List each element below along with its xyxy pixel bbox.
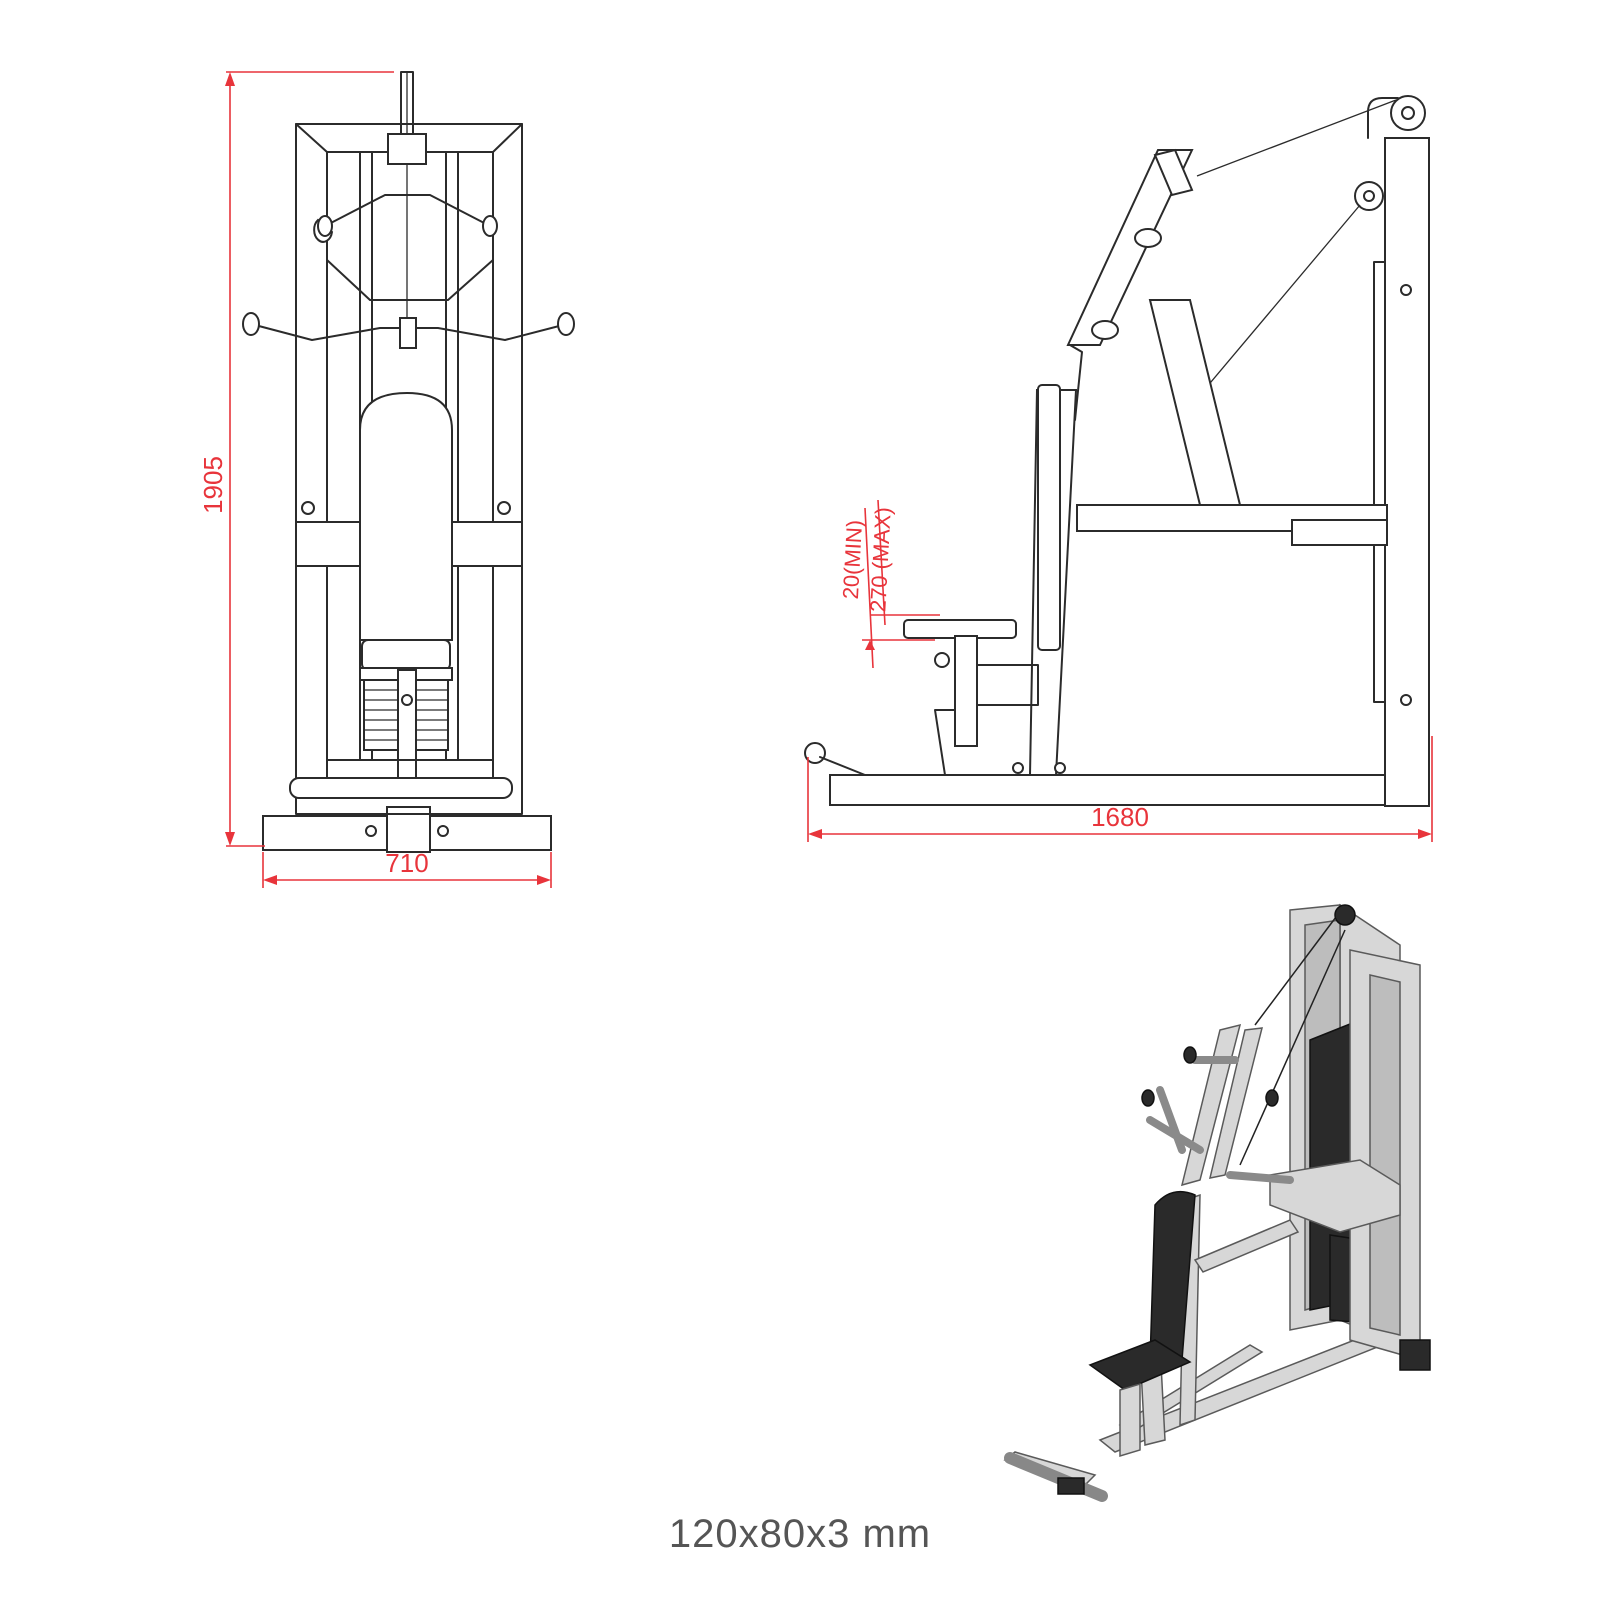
seat-max-dimension: 270 (MAX) bbox=[865, 506, 895, 612]
side-dimensions: 1680 20(MIN) 270 (MAX) bbox=[807, 499, 1433, 842]
tube-spec-caption: 120x80x3 mm bbox=[668, 1512, 932, 1556]
seat-min-dimension: 20(MIN) bbox=[838, 519, 867, 600]
side-view bbox=[804, 95, 1430, 807]
front-back-pad bbox=[359, 391, 453, 641]
side-back-pad bbox=[1037, 384, 1061, 651]
side-length-dimension: 1680 bbox=[1091, 802, 1149, 832]
render-seat bbox=[1088, 1339, 1192, 1391]
front-view bbox=[242, 71, 575, 853]
front-outer-frame bbox=[295, 123, 523, 815]
front-height-dimension: 1905 bbox=[198, 456, 228, 514]
side-base-rail bbox=[829, 774, 1393, 806]
isometric-render bbox=[1003, 903, 1431, 1502]
front-seat bbox=[361, 639, 451, 671]
front-width-dimension: 710 bbox=[385, 848, 428, 878]
front-weight-stack bbox=[363, 669, 449, 781]
front-dimensions: 1905 710 bbox=[198, 71, 552, 888]
